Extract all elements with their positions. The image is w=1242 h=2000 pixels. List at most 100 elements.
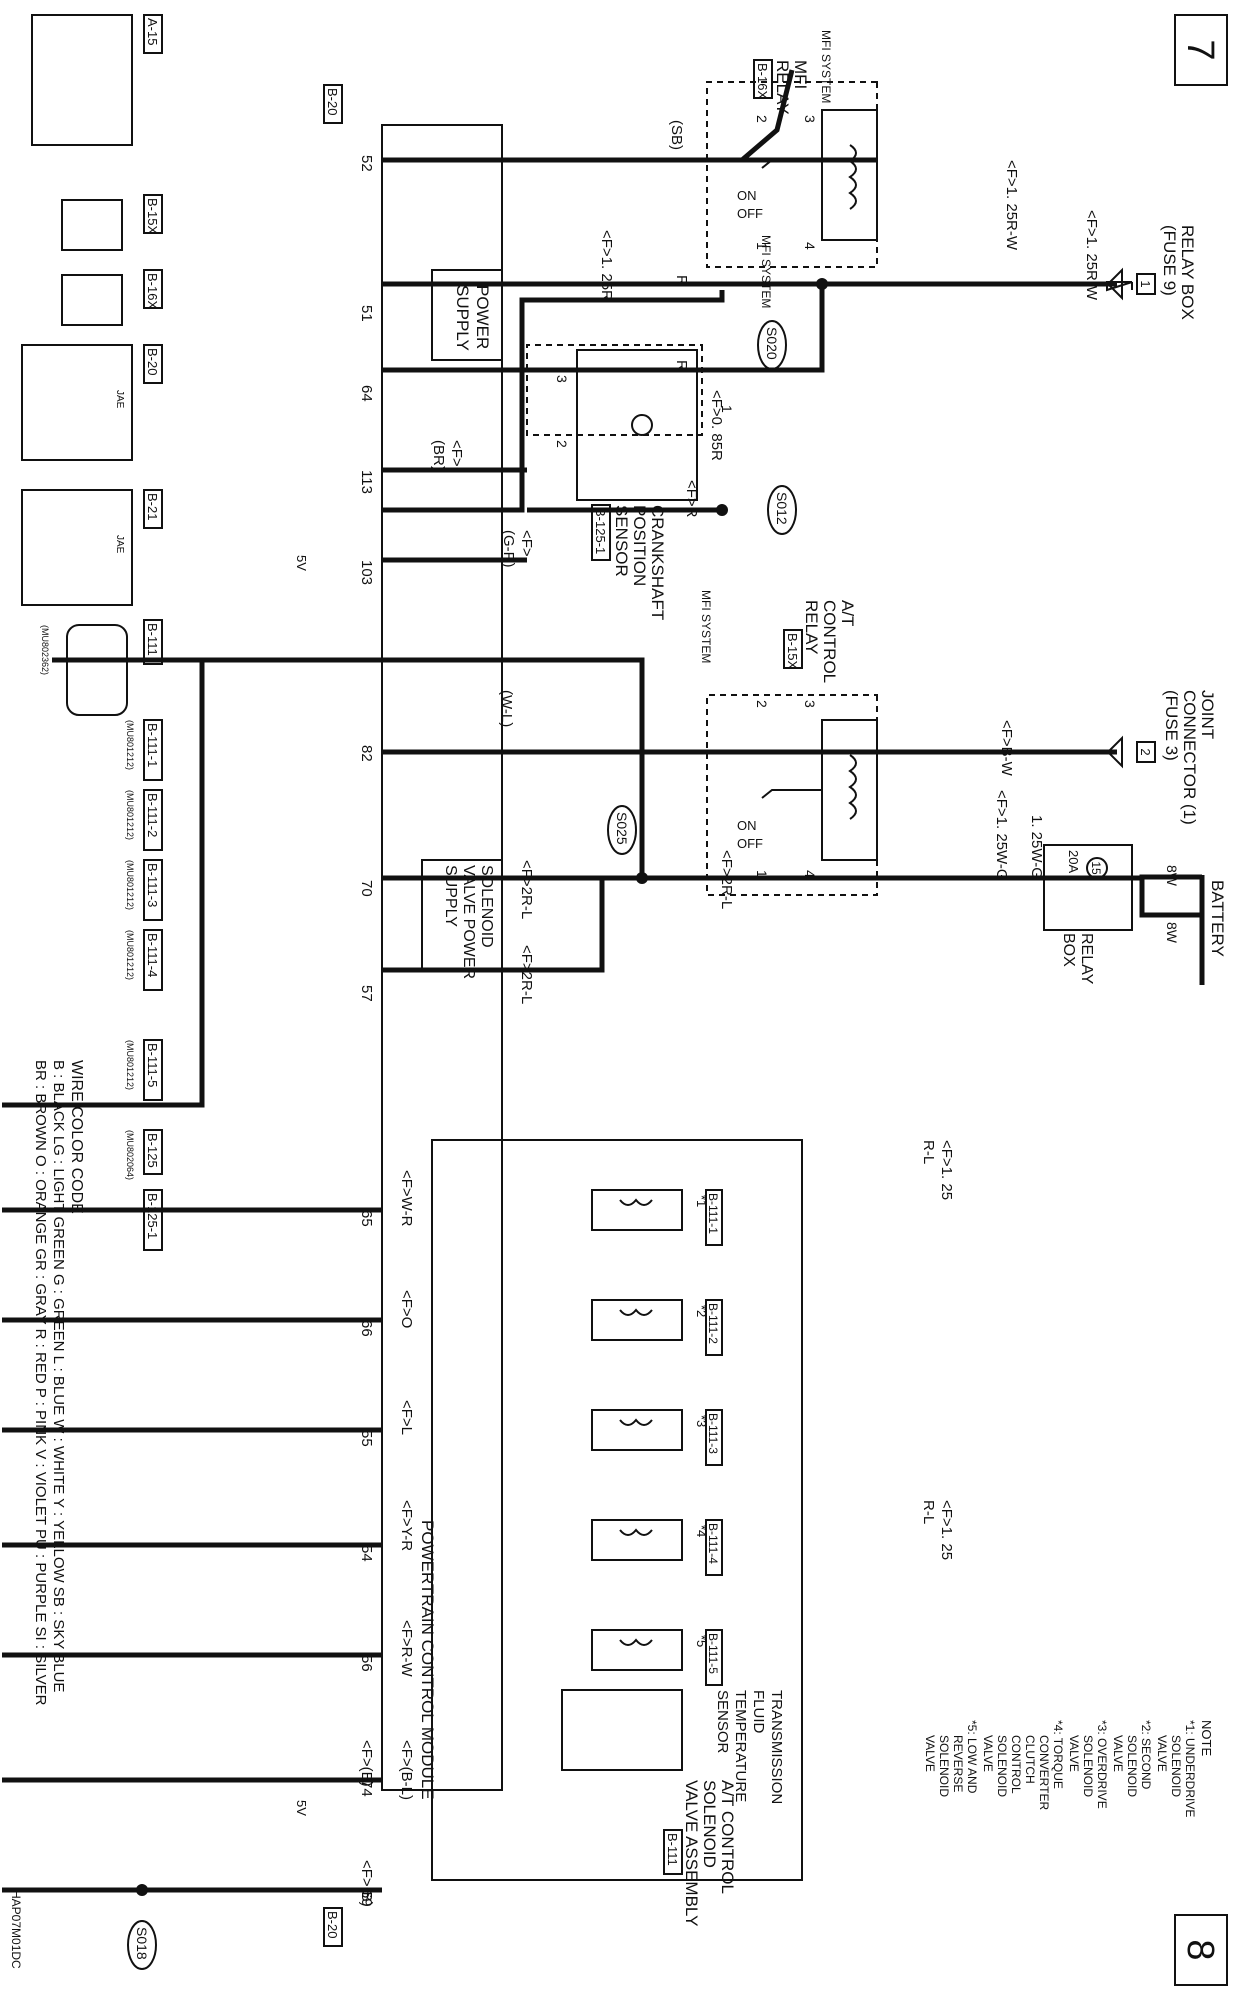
- svg-text:B-125: B-125: [145, 1133, 160, 1168]
- a15-face: [31, 14, 133, 146]
- svg-text:SOLENOID: SOLENOID: [937, 1735, 951, 1797]
- svg-text:B-16X: B-16X: [145, 273, 160, 309]
- svg-text:<F>(B): <F>(B): [358, 1740, 375, 1787]
- svg-text:JOINT: JOINT: [1198, 690, 1217, 739]
- notes: NOTE *1: UNDERDRIVE SOLENOID VALVE *2: S…: [923, 1720, 1214, 1817]
- page-number-top: 7: [1174, 14, 1228, 86]
- b111-face: [66, 624, 128, 716]
- svg-text:2: 2: [554, 440, 570, 448]
- svg-text:VALVE ASSEMBLY: VALVE ASSEMBLY: [682, 1780, 701, 1926]
- relay-box-fuse-9: 1 RELAY BOX (FUSE 9): [1106, 225, 1197, 320]
- splice-dot-s025: [636, 872, 648, 884]
- svg-text:<F>1. 25R-W: <F>1. 25R-W: [1003, 160, 1020, 251]
- svg-text:B-111-4: B-111-4: [145, 933, 160, 977]
- svg-text:S025: S025: [614, 812, 630, 845]
- svg-text:*1: UNDERDRIVE: *1: UNDERDRIVE: [1183, 1720, 1197, 1817]
- conn-label-b20-bottom: [323, 1907, 343, 1947]
- svg-text:BOX: BOX: [1060, 933, 1077, 967]
- pcm-pins: 52 51 64 113 103 82 70 57 65 66 55 54 56…: [294, 84, 375, 1947]
- svg-text:103: 103: [358, 560, 375, 585]
- svg-text:B-15X: B-15X: [145, 198, 160, 234]
- svg-text:S018: S018: [134, 1927, 150, 1960]
- svg-text:1: 1: [719, 405, 735, 413]
- svg-text:<F>1. 25: <F>1. 25: [938, 1500, 955, 1560]
- solenoid-4: *4: [591, 1519, 709, 1561]
- svg-text:ON: ON: [737, 818, 757, 833]
- svg-text:2: 2: [754, 115, 770, 123]
- svg-text:RELAY: RELAY: [1078, 933, 1095, 985]
- svg-text:20A: 20A: [1066, 850, 1081, 873]
- svg-text:S020: S020: [764, 327, 780, 360]
- splice-s018: [127, 1920, 157, 1970]
- svg-text:RELAY: RELAY: [802, 600, 821, 655]
- conn-label-b16x: [753, 59, 773, 99]
- svg-text:51: 51: [358, 305, 375, 322]
- svg-text:<F>1. 25R-W: <F>1. 25R-W: [1083, 210, 1100, 301]
- svg-text:B-111-5: B-111-5: [706, 1633, 720, 1674]
- svg-text:MFI SYSTEM: MFI SYSTEM: [699, 590, 713, 663]
- svg-text:VALVE: VALVE: [923, 1735, 937, 1772]
- svg-text:B-20: B-20: [145, 348, 160, 375]
- svg-text:<F>0. 85R: <F>0. 85R: [708, 390, 725, 461]
- conn-label-b15x: [783, 629, 803, 669]
- svg-text:B-111-1: B-111-1: [145, 723, 160, 767]
- svg-text:1: 1: [754, 870, 770, 878]
- svg-text:CONVERTER: CONVERTER: [1037, 1735, 1051, 1810]
- svg-text:4: 4: [802, 242, 818, 250]
- svg-text:MFI SYSTEM: MFI SYSTEM: [819, 30, 833, 103]
- svg-text:(FUSE 9): (FUSE 9): [1160, 225, 1179, 296]
- svg-text:SOLENOID: SOLENOID: [1125, 1735, 1139, 1797]
- wire-labels: <F>1. 25R-W <F>1. 25R-W (SB) <F>1. 25R R…: [358, 120, 1100, 1907]
- svg-text:B-21: B-21: [145, 493, 160, 520]
- splice-s020: [757, 320, 787, 370]
- b15x-face: [61, 199, 123, 251]
- wire-color-code: WIRE COLOR CODE B : BLACK LG : LIGHT GRE…: [32, 1060, 85, 1706]
- svg-text:*3: OVERDRIVE: *3: OVERDRIVE: [1095, 1720, 1109, 1809]
- svg-text:OFF: OFF: [737, 836, 763, 851]
- svg-text:70: 70: [358, 880, 375, 897]
- svg-text:*2: SECOND: *2: SECOND: [1139, 1720, 1153, 1790]
- svg-text:SOLENOID: SOLENOID: [700, 1780, 719, 1868]
- svg-text:(SB): (SB): [668, 120, 685, 150]
- svg-text:(MU801212): (MU801212): [125, 790, 135, 840]
- svg-text:VALVE: VALVE: [1067, 1735, 1081, 1772]
- svg-text:3: 3: [554, 375, 570, 383]
- svg-text:B-125-1: B-125-1: [145, 1193, 160, 1239]
- svg-text:8W: 8W: [1164, 922, 1180, 944]
- svg-text:RELAY BOX: RELAY BOX: [1178, 225, 1197, 320]
- svg-text:(MU802362): (MU802362): [40, 625, 50, 675]
- at-solenoid-assembly: A/T CONTROL SOLENOID VALVE ASSEMBLY B-11…: [431, 1139, 803, 1926]
- svg-text:*4: TORQUE: *4: TORQUE: [1051, 1720, 1065, 1789]
- svg-text:82: 82: [358, 745, 375, 762]
- svg-text:S012: S012: [774, 492, 790, 525]
- svg-text:A/T CONTROL: A/T CONTROL: [718, 1780, 737, 1894]
- svg-text:TEMPERATURE: TEMPERATURE: [732, 1690, 749, 1802]
- svg-text:WIRE COLOR CODE: WIRE COLOR CODE: [68, 1060, 85, 1214]
- mfi-system-labels: MFI SYSTEM MFI SYSTEM MFI SYSTEM: [699, 30, 833, 663]
- svg-text:SOLENOID: SOLENOID: [1169, 1735, 1183, 1797]
- svg-text:B-111-3: B-111-3: [145, 863, 160, 907]
- svg-text:<F>1. 25W-G: <F>1. 25W-G: [993, 790, 1010, 881]
- svg-text:57: 57: [358, 985, 375, 1002]
- svg-text:VALVE: VALVE: [981, 1735, 995, 1772]
- svg-text:JAE: JAE: [114, 535, 125, 554]
- svg-text:<F>R: <F>R: [683, 480, 700, 518]
- svg-text:55: 55: [358, 1430, 375, 1447]
- svg-text:<F>2R-L: <F>2R-L: [718, 850, 735, 909]
- svg-text:<F>Y-R: <F>Y-R: [398, 1500, 415, 1551]
- svg-text:(FUSE 3): (FUSE 3): [1162, 690, 1181, 761]
- svg-text:B-15X: B-15X: [785, 633, 800, 669]
- svg-text:1: 1: [754, 242, 770, 250]
- svg-text:74: 74: [358, 1780, 375, 1797]
- svg-text:54: 54: [358, 1545, 375, 1562]
- svg-text:<F>1. 25: <F>1. 25: [938, 1140, 955, 1200]
- svg-text:R-L: R-L: [920, 1140, 937, 1164]
- svg-text:A/T: A/T: [838, 600, 857, 626]
- svg-text:POSITION: POSITION: [630, 505, 649, 586]
- svg-text:(MU801212): (MU801212): [125, 1040, 135, 1090]
- svg-text:B-111-3: B-111-3: [706, 1413, 720, 1454]
- svg-text:B-111-5: B-111-5: [145, 1043, 160, 1087]
- svg-text:B : BLACK LG : LIGHT GREEN: B : BLACK LG : LIGHT GREEN G : GREEN L :…: [50, 1060, 67, 1692]
- svg-text:2: 2: [754, 700, 770, 708]
